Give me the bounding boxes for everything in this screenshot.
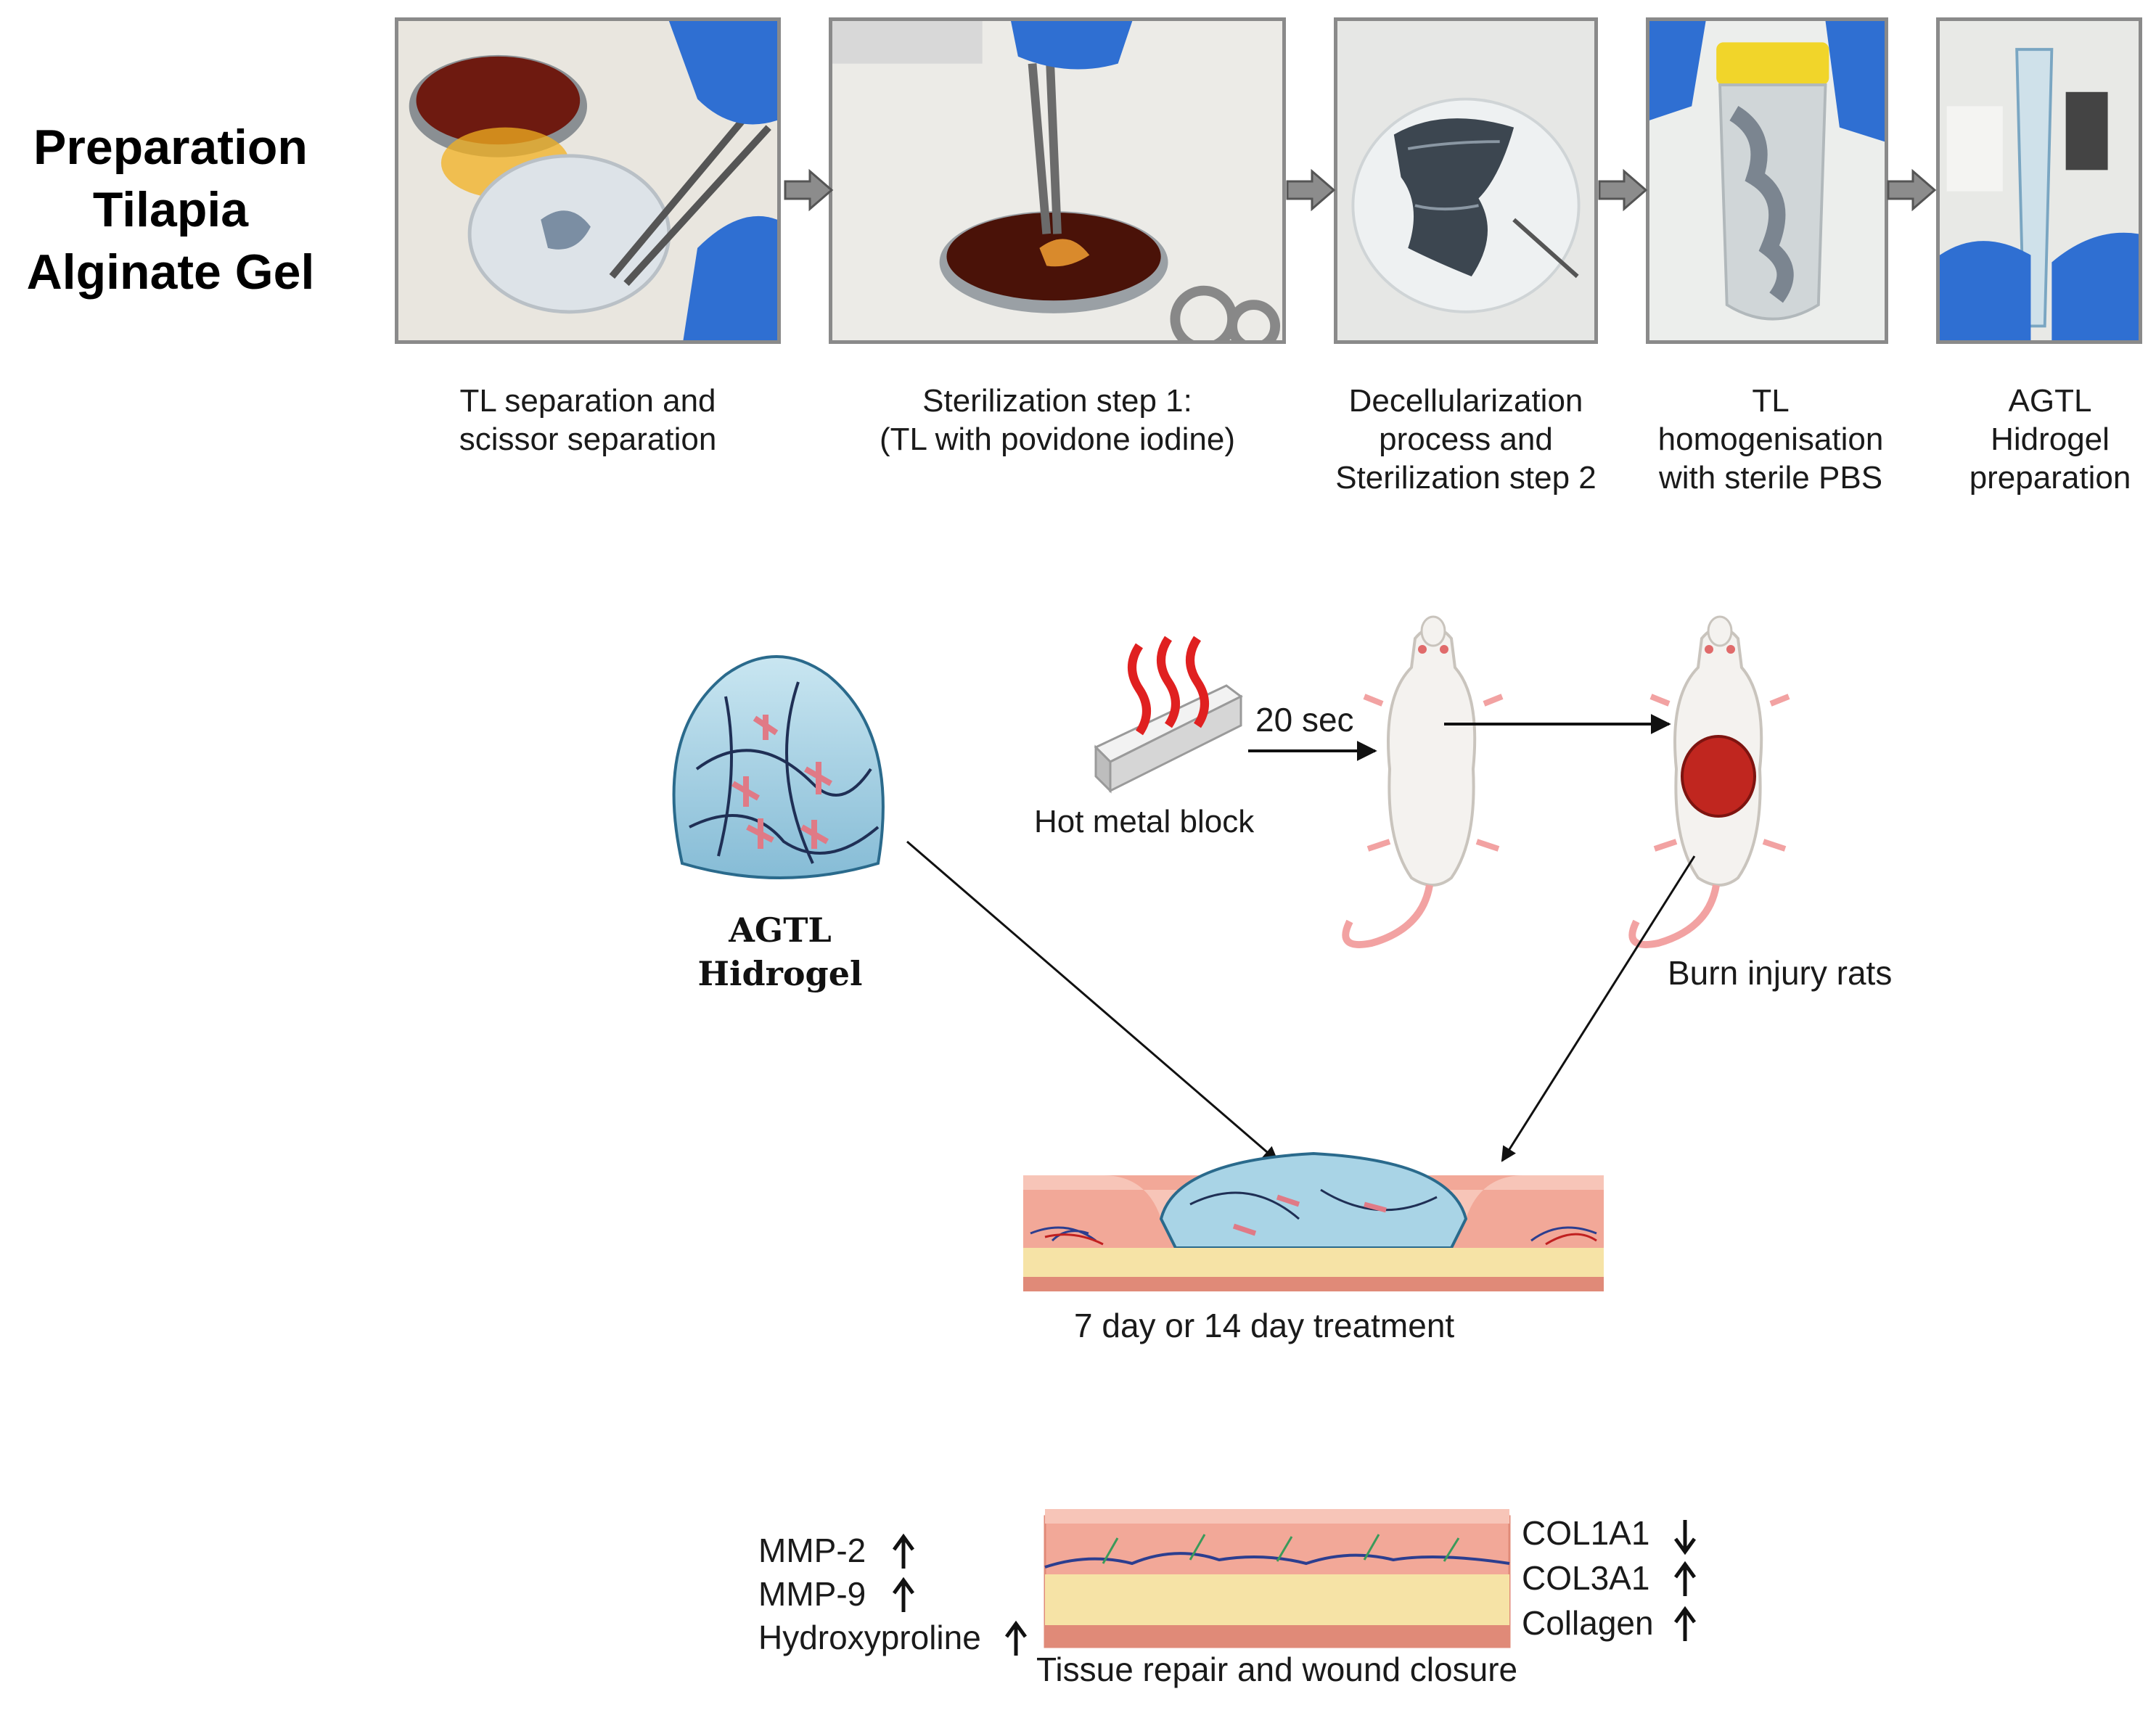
hot-metal-block-icon bbox=[1094, 636, 1243, 794]
caption-line: with sterile PBS bbox=[1658, 460, 1883, 496]
flow-arrow-icon bbox=[1887, 168, 1937, 212]
step-caption-3: Decellularization process and Sterilizat… bbox=[1306, 382, 1626, 497]
rat-icon bbox=[1342, 615, 1504, 948]
treatment-label: 7 day or 14 day treatment bbox=[1074, 1307, 1455, 1344]
photo-decellularization bbox=[1334, 17, 1598, 344]
wound-treatment-illustration bbox=[1023, 1151, 1604, 1291]
title-line-1: Preparation bbox=[33, 120, 308, 175]
hydrogel-label-line: AGTL bbox=[729, 911, 832, 950]
up-arrow-icon bbox=[892, 1533, 915, 1569]
arrow-hydrogel-to-wound bbox=[906, 840, 1279, 1162]
caption-line: preparation bbox=[1969, 460, 2131, 496]
photo-hydrogel-preparation bbox=[1936, 17, 2142, 344]
hot-metal-block-label: Hot metal block bbox=[1034, 804, 1255, 839]
photo-tl-separation bbox=[395, 17, 781, 344]
outcome-label: Tissue repair and wound closure bbox=[1036, 1651, 1518, 1688]
marker-mmp2: MMP-2 bbox=[758, 1532, 866, 1569]
caption-line: Sterilization step 2 bbox=[1335, 460, 1596, 496]
caption-line: process and bbox=[1379, 422, 1553, 457]
flow-arrow-icon bbox=[784, 168, 834, 212]
flow-arrow-icon bbox=[1286, 168, 1336, 212]
photo-homogenisation bbox=[1646, 17, 1888, 344]
hydrogel-label-line: Hidrogel bbox=[697, 954, 863, 993]
caption-line: Decellularization bbox=[1348, 383, 1583, 419]
caption-line: Sterilization step 1: bbox=[922, 383, 1192, 419]
step-caption-5: AGTL Hidrogel preparation bbox=[1945, 382, 2155, 497]
duration-label: 20 sec bbox=[1255, 701, 1354, 739]
marker-collagen: Collagen bbox=[1522, 1604, 1654, 1642]
step-caption-2: Sterilization step 1: (TL with povidone … bbox=[829, 382, 1286, 459]
caption-line: Hidrogel bbox=[1991, 422, 2110, 457]
caption-line: scissor separation bbox=[459, 422, 717, 457]
title-line-2: Tilapia bbox=[92, 182, 249, 237]
figure-title: Preparation Tilapia Alginate Gel bbox=[15, 116, 327, 303]
caption-line: homogenisation bbox=[1657, 422, 1884, 457]
up-arrow-icon bbox=[1673, 1561, 1697, 1596]
caption-line: AGTL bbox=[2008, 383, 2092, 419]
up-arrow-icon bbox=[1673, 1606, 1697, 1641]
step-caption-4: TL homogenisation with sterile PBS bbox=[1640, 382, 1901, 497]
flow-arrow-icon bbox=[1598, 168, 1648, 212]
marker-col1a1: COL1A1 bbox=[1522, 1514, 1650, 1552]
up-arrow-icon bbox=[1004, 1620, 1028, 1656]
hydrogel-label: AGTL Hidrogel bbox=[653, 908, 907, 995]
up-arrow-icon bbox=[892, 1577, 915, 1612]
burned-rat-icon bbox=[1628, 615, 1790, 948]
title-line-3: Alginate Gel bbox=[26, 244, 315, 300]
down-arrow-icon bbox=[1673, 1520, 1697, 1555]
marker-hydroxyproline: Hydroxyproline bbox=[758, 1619, 981, 1656]
arrow-rat-to-wound bbox=[1501, 855, 1696, 1162]
marker-col3a1: COL3A1 bbox=[1522, 1559, 1650, 1597]
caption-line: TL bbox=[1752, 383, 1790, 419]
marker-mmp9: MMP-9 bbox=[758, 1575, 866, 1613]
hydrogel-icon bbox=[672, 655, 885, 879]
photo-sterilization-1 bbox=[829, 17, 1286, 344]
burn-injury-label: Burn injury rats bbox=[1668, 954, 1893, 992]
caption-line: (TL with povidone iodine) bbox=[880, 422, 1235, 457]
step-caption-1: TL separation and scissor separation bbox=[399, 382, 776, 459]
healed-tissue-illustration bbox=[1044, 1509, 1511, 1648]
caption-line: TL separation and bbox=[459, 383, 716, 419]
